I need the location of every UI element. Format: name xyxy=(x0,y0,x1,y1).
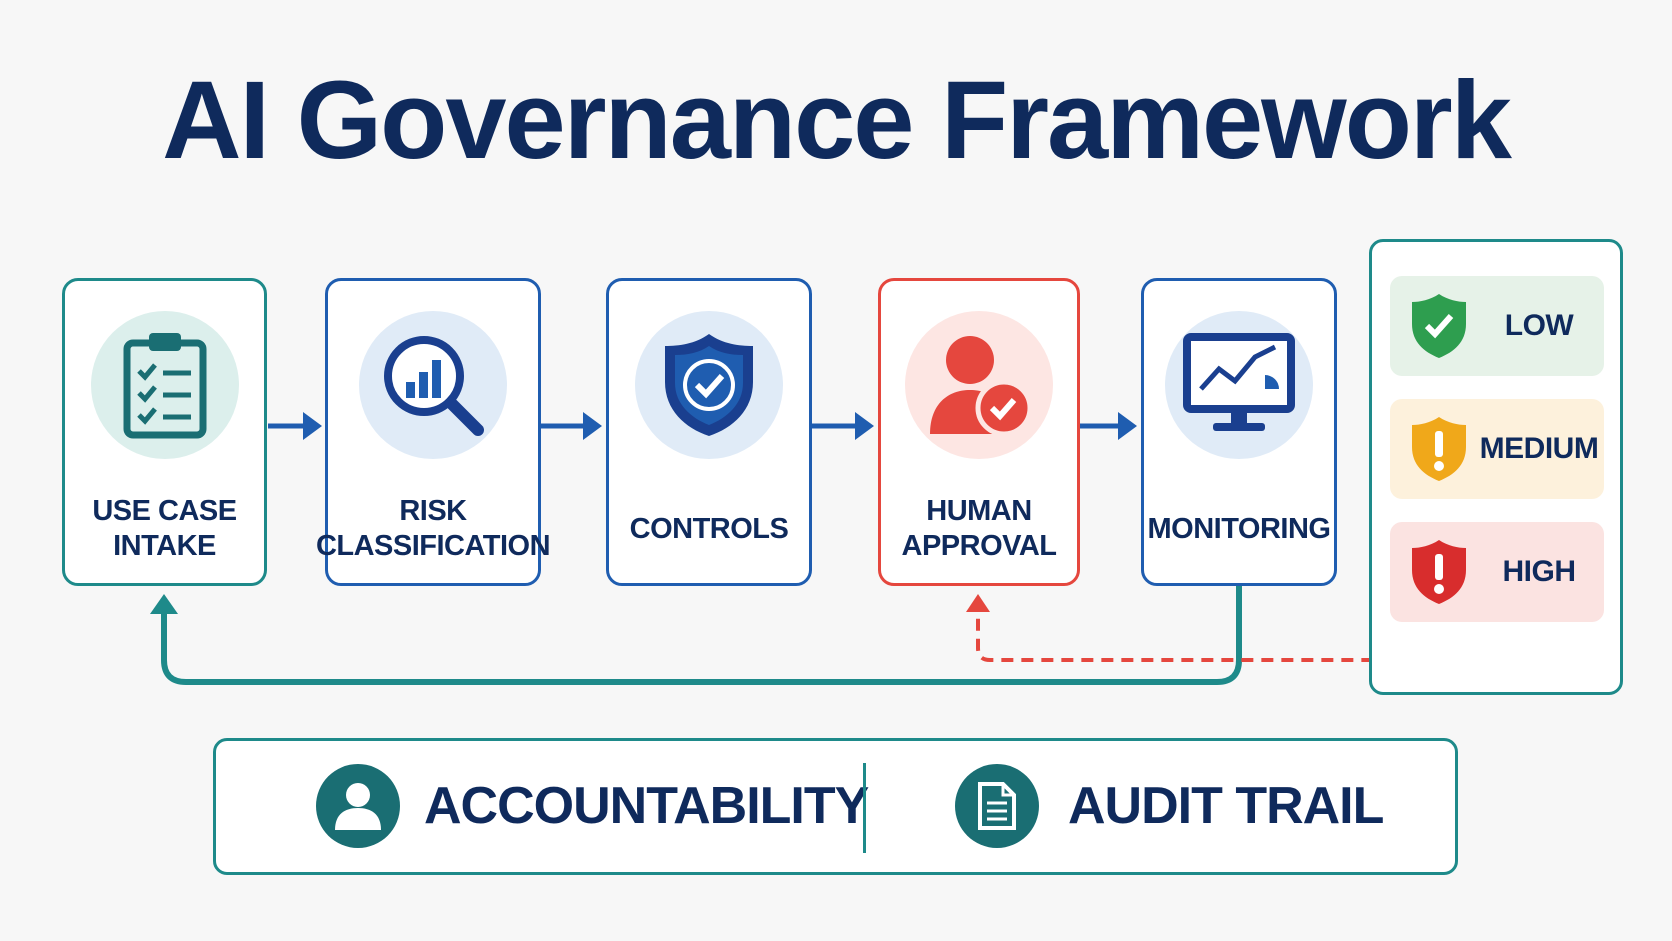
audit-trail-label: AUDIT TRAIL xyxy=(1068,777,1384,835)
icon-circle xyxy=(359,311,507,459)
step-card-risk-classification[interactable]: RISK CLASSIFICATION xyxy=(315,278,551,586)
monitor-chart-icon xyxy=(1183,333,1295,431)
icon-circle xyxy=(1165,311,1313,459)
risk-level-medium[interactable]: MEDIUM xyxy=(1390,399,1604,499)
person-check-icon xyxy=(930,336,1033,437)
risk-level-low[interactable]: LOW xyxy=(1390,276,1604,376)
clipboard-checklist-icon xyxy=(123,333,206,439)
step-card-controls[interactable]: CONTROLS xyxy=(606,278,812,586)
shield-check-icon xyxy=(1412,294,1466,358)
risk-levels-panel: LOW MEDIUM HIGH xyxy=(1369,239,1623,695)
footer-pillars: ACCOUNTABILITY AUDIT TRAIL xyxy=(213,738,1458,875)
risk-label: MEDIUM xyxy=(1479,432,1599,465)
risk-label: LOW xyxy=(1504,309,1574,342)
icon-circle xyxy=(90,311,239,459)
shield-check-icon xyxy=(665,334,753,436)
icon-circle xyxy=(635,311,783,459)
arrow-approval-to-monitoring xyxy=(1080,412,1137,440)
shield-exclamation-icon xyxy=(1412,417,1466,481)
audit-icon-badge xyxy=(955,764,1039,848)
risk-level-high[interactable]: HIGH xyxy=(1390,522,1604,622)
risk-label: HIGH xyxy=(1502,555,1577,588)
user-icon xyxy=(335,783,381,830)
step-card-human-approval[interactable]: HUMAN APPROVAL xyxy=(878,278,1080,586)
step-label: RISK CLASSIFICATION xyxy=(315,495,551,562)
arrow-controls-to-approval xyxy=(812,412,874,440)
step-card-monitoring[interactable]: MONITORING xyxy=(1141,278,1337,586)
shield-exclamation-icon xyxy=(1412,540,1466,604)
page-title: AI Governance Framework xyxy=(162,59,1512,182)
step-card-use-case-intake[interactable]: USE CASE INTAKE xyxy=(62,278,267,586)
feedback-loop-arrow xyxy=(150,586,1242,685)
step-label: CONTROLS xyxy=(629,512,789,545)
divider xyxy=(863,763,866,853)
accountability-icon-badge xyxy=(316,764,400,848)
magnifier-chart-icon xyxy=(384,336,484,436)
step-label: HUMAN APPROVAL xyxy=(901,495,1057,562)
icon-circle xyxy=(905,311,1053,459)
step-label: USE CASE INTAKE xyxy=(92,495,237,562)
step-label: MONITORING xyxy=(1147,512,1331,545)
arrow-intake-to-risk xyxy=(268,412,322,440)
document-icon xyxy=(978,782,1016,830)
arrow-risk-to-controls xyxy=(541,412,602,440)
accountability-label: ACCOUNTABILITY xyxy=(424,777,869,835)
